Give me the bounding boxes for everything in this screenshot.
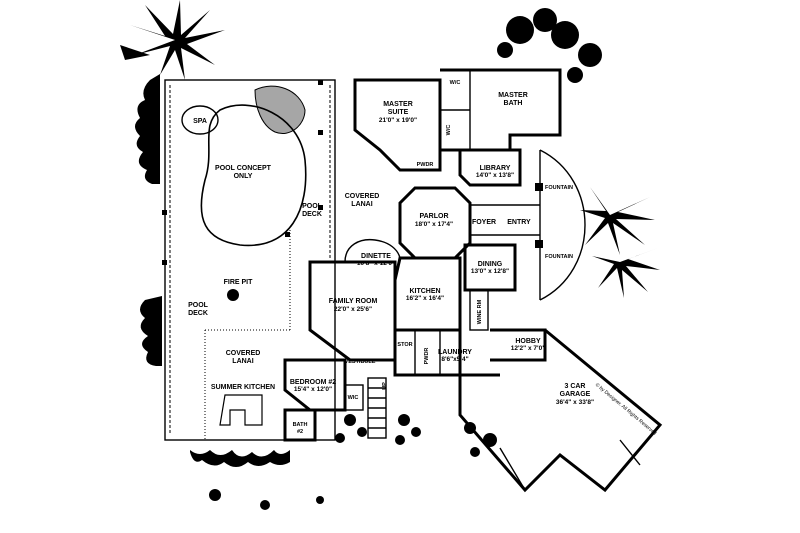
master-suite-label-2: SUITE	[388, 109, 409, 116]
copyright-note: © by Designer. All Rights Reserved	[594, 381, 658, 437]
parlor-label: PARLOR	[419, 213, 448, 220]
family-room-dims: 22'0" x 25'6"	[334, 306, 372, 313]
palm-tree-right-lower	[592, 248, 660, 298]
pool-deck-top-label-1: POOL	[302, 203, 323, 210]
master-bath-label-1: MASTER	[498, 92, 528, 99]
wic-bed-label: WIC	[348, 395, 359, 401]
pool-concept-label-1: POOL CONCEPT	[215, 165, 272, 172]
pool-deck-left-label-1: POOL	[188, 302, 209, 309]
tree-cluster-top-right	[497, 8, 602, 83]
foliage-bottom	[190, 450, 290, 467]
library-label: LIBRARY	[480, 165, 511, 172]
spa-label: SPA	[193, 118, 207, 125]
bedroom2-dims: 15'4" x 12'0"	[294, 386, 332, 393]
pwdr-top-label: PWDR	[417, 162, 434, 168]
master-bath-label-2: BATH	[504, 100, 523, 107]
vestibule-label: VESTIBULE	[345, 359, 376, 365]
rock-feature	[254, 85, 306, 134]
covered-lanai-bottom-label-2: LANAI	[232, 358, 253, 365]
pwdr-bottom-label: PWDR	[424, 348, 430, 365]
pool-concept-label-2: ONLY	[234, 173, 253, 180]
master-suite-label-1: MASTER	[383, 101, 413, 108]
covered-lanai-top-label-1: COVERED	[345, 193, 380, 200]
laundry-dims: 8'6"x5'4"	[441, 356, 468, 363]
foliage-left-lower	[140, 296, 162, 366]
palm-tree-right	[580, 187, 655, 255]
dinette-dims: 10'8" x 12'0"	[357, 260, 395, 267]
foliage-left	[135, 74, 160, 184]
bath2-label-1: BATH	[293, 422, 308, 428]
hobby-label: HOBBY	[515, 338, 541, 345]
stor-label: STOR	[397, 342, 412, 348]
bath2-label-2: #2	[297, 429, 303, 435]
laundry-label: LAUNDRY	[438, 349, 472, 356]
fountain-bottom-label: FOUNTAIN	[545, 254, 573, 260]
foyer-label: FOYER	[472, 219, 496, 226]
palm-tree-icon	[120, 0, 225, 80]
fire-pit-icon	[227, 289, 239, 301]
covered-lanai-top-label-2: LANAI	[351, 201, 372, 208]
dining-label: DINING	[478, 261, 503, 268]
spa	[181, 105, 219, 135]
wine-rm-label: WINE RM	[477, 299, 483, 324]
stair-up-label: UP	[382, 382, 388, 390]
dinette-label: DINETTE	[361, 253, 391, 260]
family-room-label: FAMILY ROOM	[329, 298, 378, 305]
entry-label: ENTRY	[507, 219, 531, 226]
parlor-dims: 18'0" x 17'4"	[415, 221, 453, 228]
pool-deck-top-label-2: DECK	[302, 211, 322, 218]
summer-kitchen-counter	[219, 394, 263, 426]
house-walls	[283, 68, 663, 493]
stair	[367, 377, 387, 439]
kitchen-dims: 16'2" x 16'4"	[406, 295, 444, 302]
dining-dims: 13'0" x 12'8"	[471, 268, 509, 275]
wic-side-label: W/C	[446, 125, 452, 136]
garage-dims: 36'4" x 33'8"	[556, 399, 594, 406]
garage-label-2: GARAGE	[560, 391, 591, 398]
master-suite-dims: 21'0" x 19'0"	[379, 117, 417, 124]
pool-area	[162, 79, 336, 441]
covered-lanai-bottom-label-1: COVERED	[226, 350, 261, 357]
fire-pit-label: FIRE PIT	[224, 279, 254, 286]
garage-walls	[458, 328, 663, 493]
wic-top-label: W/C	[450, 80, 461, 86]
kitchen-label: KITCHEN	[409, 288, 440, 295]
garage-label-1: 3 CAR	[564, 383, 585, 390]
landscaping	[120, 0, 660, 510]
fountain-top-label: FOUNTAIN	[545, 185, 573, 191]
hobby-dims: 12'2" x 7'0"	[511, 345, 546, 352]
bedroom2-label: BEDROOM #2	[290, 379, 336, 386]
summer-kitchen-label: SUMMER KITCHEN	[211, 384, 275, 391]
pool-deck-left-label-2: DECK	[188, 310, 208, 317]
pool	[200, 104, 307, 247]
library-dims: 14'0" x 13'8"	[476, 172, 514, 179]
